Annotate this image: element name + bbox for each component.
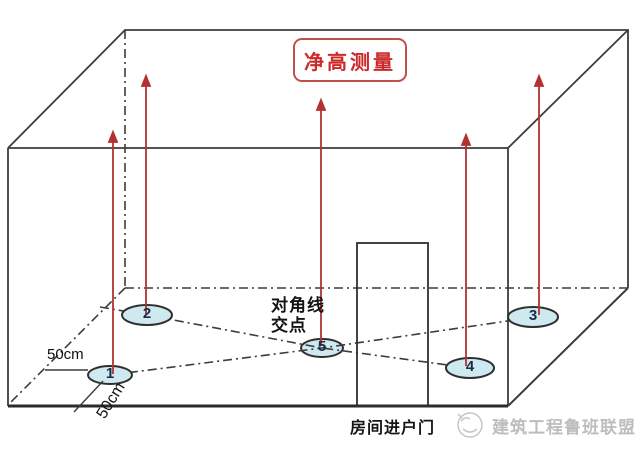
door-label: 房间进户门	[350, 420, 436, 437]
diagram-title: 净高测量	[293, 38, 407, 82]
measure-point-4-ellipse	[445, 357, 495, 379]
measure-point-4-number: 4	[465, 358, 475, 375]
height-arrows	[107, 73, 545, 374]
room-edge-back-top-right	[7, 29, 629, 288]
diagonal-label-line1: 对角线	[271, 296, 325, 315]
measure-point-2-ellipse	[121, 304, 173, 326]
measure-point-3-number: 3	[528, 307, 538, 324]
measure-point-2-number: 2	[142, 305, 152, 322]
measure-points	[87, 304, 559, 385]
watermark-text: 建筑工程鲁班联盟	[492, 418, 636, 437]
room-edge-top-right-diagonal	[507, 29, 629, 149]
height-arrow-1-head	[107, 129, 119, 143]
diagonal-label-line2: 交点	[271, 316, 307, 335]
watermark-logo-icon	[457, 412, 483, 438]
measure-point-1-ellipse	[87, 365, 133, 385]
measure-point-5-number: 5	[317, 338, 327, 355]
dim-line-front	[73, 380, 104, 413]
door-outline	[356, 242, 429, 407]
dimension-lines	[45, 369, 104, 413]
diagonal-line-1-5-3	[109, 316, 536, 376]
height-arrow-3-head	[533, 73, 545, 87]
height-arrow-5-head	[315, 97, 327, 111]
measure-point-3-ellipse	[507, 306, 559, 328]
measure-point-1-number: 1	[105, 365, 115, 382]
room-edge-floor-right	[507, 287, 629, 407]
left-offset-dimension: 50cm	[47, 346, 84, 363]
height-arrow-4-head	[460, 132, 472, 146]
height-arrow-2-head	[140, 73, 152, 87]
